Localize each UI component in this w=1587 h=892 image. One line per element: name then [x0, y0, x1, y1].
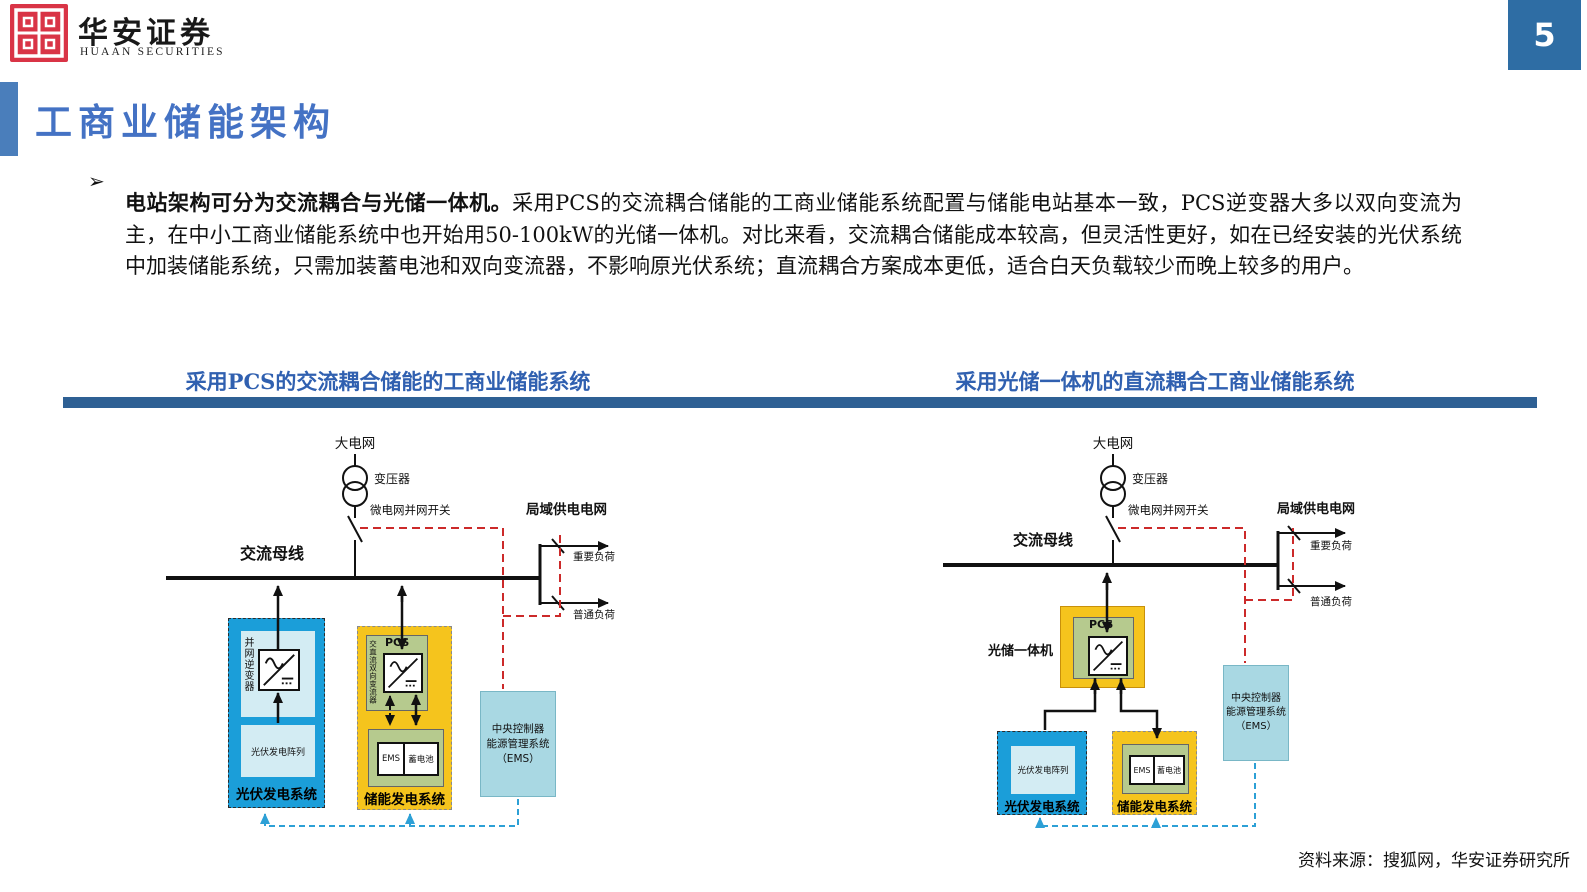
- central-ems-line1: 中央控制器: [491, 722, 545, 735]
- pv-array-label: 光伏发电阵列: [1017, 766, 1069, 776]
- page-number-badge: 5: [1508, 0, 1581, 70]
- bullet-lead: 电站架构可分为交流耦合与光储一体机。: [125, 190, 513, 215]
- pv-inverter-label: 并网逆变器: [242, 637, 253, 692]
- central-ems-box: 中央控制器 能源管理系统 （EMS）: [480, 691, 556, 797]
- grid-switch-label: 微电网并网开关: [1128, 503, 1209, 517]
- ac-bus-label: 交流母线: [1013, 531, 1074, 549]
- ems-unit-label: EMS: [1133, 765, 1151, 775]
- battery-area: EMS 蓄电池: [368, 729, 444, 787]
- grid-switch-label: 微电网并网开关: [370, 503, 451, 517]
- grid-label: 大电网: [1092, 436, 1134, 452]
- pv-system-box: 光伏发电阵列 光伏发电系统: [997, 731, 1087, 815]
- bullet-paragraph: 电站架构可分为交流耦合与光储一体机。采用PCS的交流耦合储能的工商业储能系统配置…: [125, 187, 1462, 283]
- normal-load-label: 普通负荷: [573, 609, 615, 621]
- ems-unit-box: EMS: [377, 742, 405, 776]
- pv-array-box: 光伏发电阵列: [241, 725, 315, 777]
- important-load-label: 重要负荷: [1310, 540, 1352, 552]
- pv-storage-machine-box: PCS: [1060, 606, 1145, 688]
- important-load-label: 重要负荷: [573, 551, 615, 563]
- pv-system-label: 光伏发电系统: [1004, 799, 1080, 814]
- storage-system-box: 交直流双向变流器 PCS EMS 蓄电池 储能发电系统: [357, 626, 452, 810]
- ems-unit-label: EMS: [381, 754, 401, 764]
- pcs-label: PCS: [385, 636, 410, 649]
- pcs-label: PCS: [1089, 618, 1114, 631]
- pv-array-label: 光伏发电阵列: [250, 747, 305, 758]
- central-ems-line1: 中央控制器: [1231, 693, 1281, 704]
- bullet-body: 采用PCS的交流耦合储能的工商业储能系统配置与储能电站基本一致，PCS逆变器大多…: [125, 191, 1463, 278]
- central-ems-line3: （EMS）: [496, 752, 540, 765]
- diagram-ac-coupled: 并网逆变器 光伏发电阵列 光伏发电系统 交直流双向变流器 PCS: [158, 428, 658, 840]
- right-panel-title: 采用光储一体机的直流耦合工商业储能系统: [955, 369, 1355, 394]
- storage-system-label: 储能发电系统: [364, 792, 445, 808]
- normal-load-label: 普通负荷: [1310, 596, 1352, 608]
- transformer-label: 变压器: [374, 472, 411, 486]
- battery-box: 蓄电池: [403, 742, 439, 776]
- central-ems-line2: 能源管理系统: [1226, 707, 1286, 718]
- local-grid-label: 局域供电电网: [526, 502, 607, 518]
- title-accent-bar: [0, 82, 18, 156]
- huaan-logo: [10, 4, 68, 62]
- pv-array-box: 光伏发电阵列: [1011, 746, 1075, 794]
- battery-label: 蓄电池: [1157, 765, 1181, 775]
- page-title: 工商业储能架构: [35, 100, 336, 144]
- source-note: 资料来源：搜狐网，华安证券研究所: [1298, 851, 1570, 871]
- huaan-seal-icon: [10, 4, 68, 62]
- bullet-arrow-icon: ➢: [88, 169, 105, 193]
- local-grid-label: 局域供电电网: [1277, 502, 1356, 517]
- pcs-inverter-icon: [383, 653, 423, 693]
- ems-unit-box: EMS: [1129, 755, 1155, 785]
- ac-bus-label: 交流母线: [240, 544, 305, 563]
- inverter-icon: [258, 649, 300, 691]
- brand-name-en: HUAAN SECURITIES: [80, 46, 225, 58]
- central-ems-box: 中央控制器 能源管理系统 （EMS）: [1223, 665, 1289, 761]
- bidirectional-converter-label: 交直流双向变流器: [368, 640, 378, 704]
- storage-system-box: EMS 蓄电池 储能发电系统: [1112, 731, 1197, 815]
- battery-box: 蓄电池: [1153, 755, 1185, 785]
- central-ems-line3: （EMS）: [1235, 721, 1277, 732]
- central-ems-line2: 能源管理系统: [486, 737, 550, 750]
- pv-storage-machine-label: 光储一体机: [987, 644, 1053, 659]
- divider-bar: [63, 397, 1537, 408]
- transformer-label: 变压器: [1132, 472, 1169, 486]
- left-panel-title: 采用PCS的交流耦合储能的工商业储能系统: [185, 369, 591, 394]
- pv-system-box: 并网逆变器 光伏发电阵列 光伏发电系统: [228, 618, 325, 808]
- battery-label: 蓄电池: [408, 755, 434, 765]
- diagram-dc-coupled: PCS 光储一体机 光伏发电阵列 光伏发电系统 EMS 蓄电池: [925, 428, 1425, 840]
- storage-system-label: 储能发电系统: [1116, 799, 1192, 814]
- pv-system-label: 光伏发电系统: [236, 787, 317, 803]
- grid-label: 大电网: [334, 436, 376, 452]
- battery-area: EMS 蓄电池: [1122, 744, 1189, 794]
- brand-name-cn: 华安证券: [78, 16, 214, 51]
- pcs-inverter-icon: [1088, 636, 1128, 676]
